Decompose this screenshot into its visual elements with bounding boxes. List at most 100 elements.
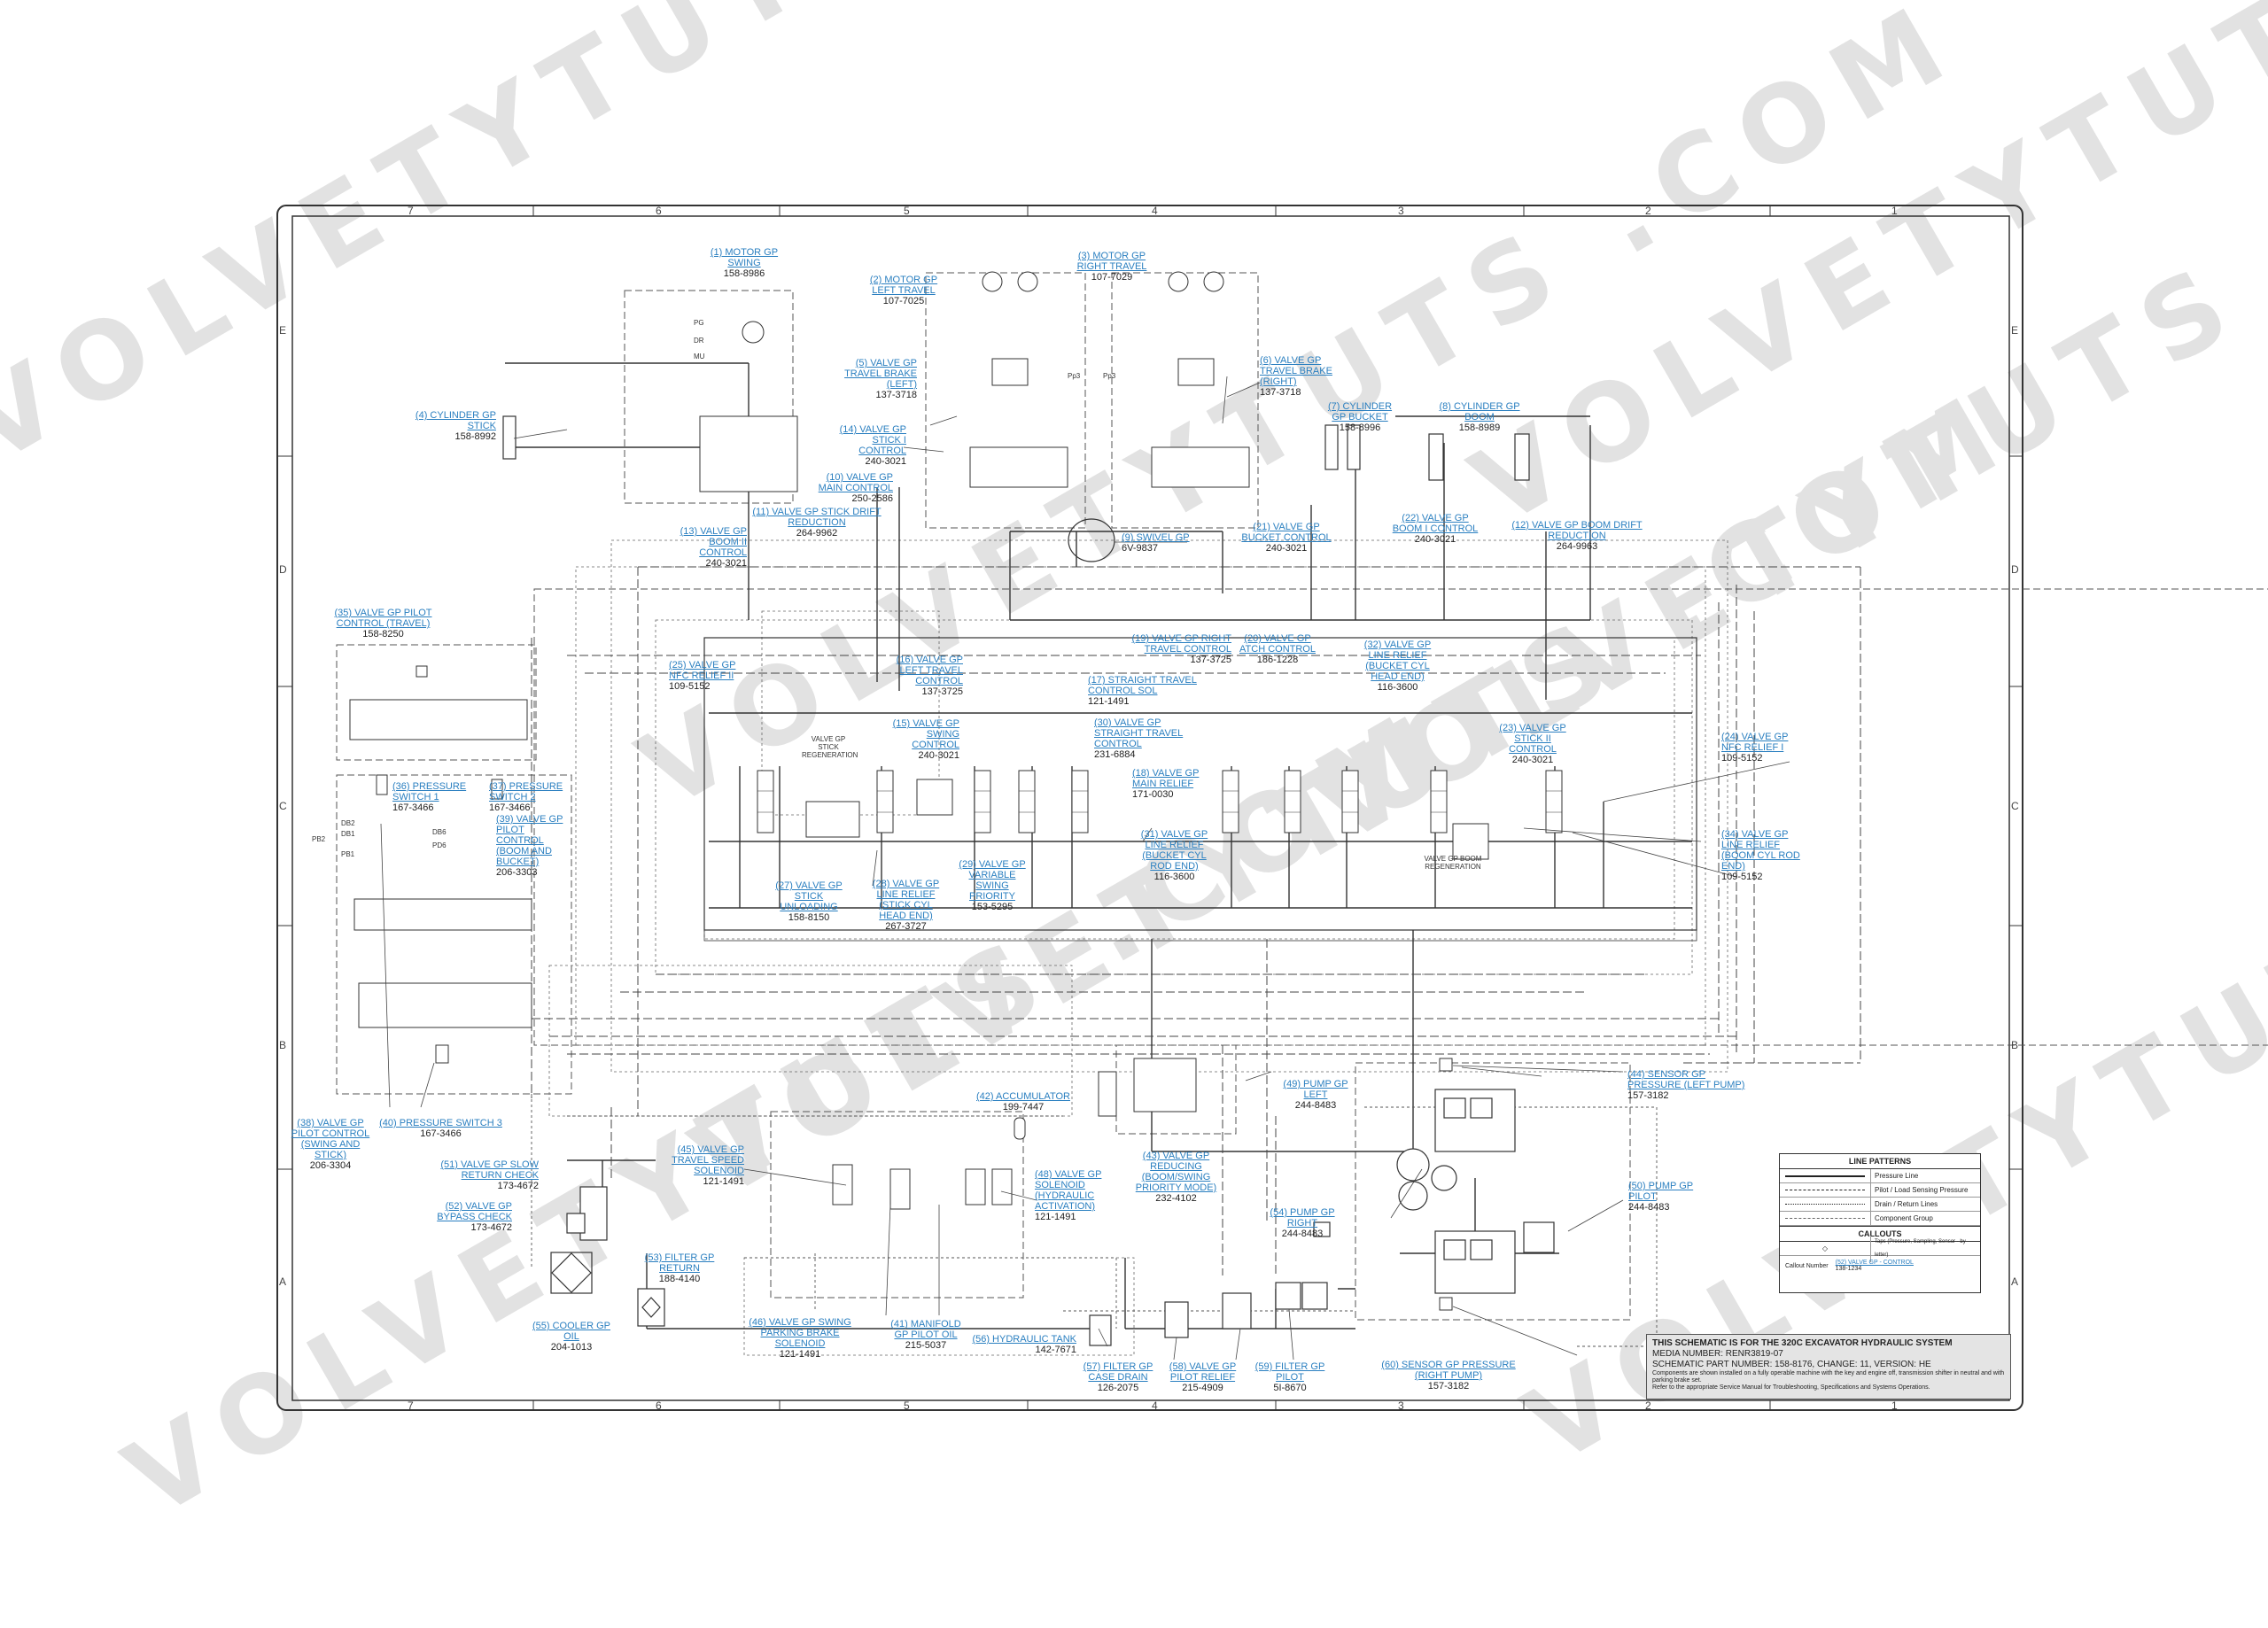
callout-link[interactable]: (27) VALVE GP STICK UNLOADING bbox=[775, 880, 843, 912]
callout-link[interactable]: (11) VALVE GP STICK DRIFT REDUCTION bbox=[752, 507, 882, 528]
part-number: 109-5152 bbox=[1721, 872, 1763, 882]
callout-link[interactable]: (53) FILTER GP RETURN bbox=[644, 1252, 715, 1274]
part-number: 240-3021 bbox=[1511, 755, 1554, 765]
callout-link[interactable]: (2) MOTOR GP LEFT TRAVEL bbox=[869, 275, 938, 296]
callout-link[interactable]: (5) VALVE GP TRAVEL BRAKE (LEFT) bbox=[844, 358, 917, 390]
callout-link[interactable]: (52) VALVE GP BYPASS CHECK bbox=[437, 1201, 512, 1222]
callout-link[interactable]: (1) MOTOR GP SWING bbox=[710, 247, 779, 268]
callout-link[interactable]: (22) VALVE GP BOOM I CONTROL bbox=[1392, 513, 1479, 534]
column-label: 4 bbox=[1152, 1399, 1158, 1412]
legend-row: Drain / Return Lines bbox=[1780, 1198, 1980, 1212]
callout-35: (35) VALVE GP PILOT CONTROL (TRAVEL)158-… bbox=[319, 608, 447, 640]
callout-link[interactable]: (54) PUMP GP RIGHT bbox=[1270, 1207, 1335, 1229]
callout-link[interactable]: (7) CYLINDER GP BUCKET bbox=[1327, 401, 1393, 423]
column-label: 3 bbox=[1398, 205, 1404, 217]
callout-link[interactable]: (21) VALVE GP BUCKET CONTROL bbox=[1241, 522, 1332, 543]
port-label: DB2 bbox=[341, 819, 355, 827]
callout-link[interactable]: (44) SENSOR GP PRESSURE (LEFT PUMP) bbox=[1627, 1069, 1745, 1090]
callout-link[interactable]: (3) MOTOR GP RIGHT TRAVEL bbox=[1076, 251, 1147, 272]
callout-link[interactable]: (10) VALVE GP MAIN CONTROL bbox=[818, 472, 893, 493]
callout-link[interactable]: (32) VALVE GP LINE RELIEF (BUCKET CYL HE… bbox=[1363, 640, 1432, 682]
callout-link[interactable]: (60) SENSOR GP PRESSURE (RIGHT PUMP) bbox=[1381, 1360, 1516, 1381]
column-label: 4 bbox=[1152, 205, 1158, 217]
part-number: 158-8989 bbox=[1458, 423, 1501, 433]
callout-link[interactable]: (45) VALVE GP TRAVEL SPEED SOLENOID bbox=[672, 1144, 744, 1176]
callout-link[interactable]: (17) STRAIGHT TRAVEL CONTROL SOL bbox=[1088, 675, 1197, 696]
callout-link[interactable]: (37) PRESSURE SWITCH 2 bbox=[489, 781, 563, 802]
callout-link[interactable]: (42) ACCUMULATOR bbox=[976, 1091, 1070, 1102]
port-label: PB1 bbox=[341, 850, 355, 858]
callout-link[interactable]: (31) VALVE GP LINE RELIEF (BUCKET CYL RO… bbox=[1140, 829, 1208, 872]
callout-link[interactable]: (19) VALVE GP RIGHT TRAVEL CONTROL bbox=[1131, 633, 1231, 655]
callout-link[interactable]: (4) CYLINDER GP STICK bbox=[415, 410, 496, 431]
port-label: PB2 bbox=[312, 835, 326, 843]
part-number: 157-3182 bbox=[1627, 1090, 1669, 1101]
callout-link[interactable]: (49) PUMP GP LEFT bbox=[1283, 1079, 1348, 1100]
callout-link[interactable]: (9) SWIVEL GP bbox=[1122, 532, 1190, 543]
part-number: 264-9962 bbox=[796, 528, 838, 539]
legend-callouts-title: CALLOUTS bbox=[1780, 1226, 1980, 1242]
callout-link[interactable]: (55) COOLER GP OIL bbox=[532, 1321, 611, 1342]
callout-link[interactable]: (43) VALVE GP REDUCING (BOOM/SWING PRIOR… bbox=[1135, 1151, 1217, 1193]
callout-link[interactable]: (34) VALVE GP LINE RELIEF (BOOM CYL ROD … bbox=[1721, 829, 1800, 872]
callout-link[interactable]: (51) VALVE GP SLOW RETURN CHECK bbox=[440, 1159, 539, 1181]
callout-link[interactable]: (16) VALVE GP LEFT TRAVEL CONTROL bbox=[896, 655, 963, 686]
callout-link[interactable]: (41) MANIFOLD GP PILOT OIL bbox=[890, 1319, 961, 1340]
legend-example-link[interactable]: (52) VALVE GP - CONTROL bbox=[1835, 1260, 1914, 1266]
callout-link[interactable]: (6) VALVE GP TRAVEL BRAKE (RIGHT) bbox=[1260, 355, 1332, 387]
legend-example-part-number: 138-1234 bbox=[1835, 1266, 1862, 1272]
callout-link[interactable]: (20) VALVE GP ATCH CONTROL bbox=[1239, 633, 1316, 655]
callout-link[interactable]: (56) HYDRAULIC TANK bbox=[972, 1334, 1076, 1345]
callout-link[interactable]: (35) VALVE GP PILOT CONTROL (TRAVEL) bbox=[334, 608, 432, 629]
legend-label: Drain / Return Lines bbox=[1870, 1198, 1980, 1211]
callout-link[interactable]: (58) VALVE GP PILOT RELIEF bbox=[1169, 1361, 1237, 1383]
line-patterns-legend: LINE PATTERNS Pressure Line Pilot / Load… bbox=[1779, 1153, 1981, 1293]
callout-link[interactable]: (59) FILTER GP PILOT bbox=[1254, 1361, 1325, 1383]
callout-link[interactable]: (57) FILTER GP CASE DRAIN bbox=[1083, 1361, 1153, 1383]
media-number: MEDIA NUMBER: RENR3819-07 bbox=[1652, 1349, 1783, 1359]
callout-link[interactable]: (38) VALVE GP PILOT CONTROL (SWING AND S… bbox=[291, 1118, 370, 1160]
callout-link[interactable]: (36) PRESSURE SWITCH 1 bbox=[392, 781, 467, 802]
callout-link[interactable]: (15) VALVE GP SWING CONTROL bbox=[892, 718, 959, 750]
callout-link[interactable]: (46) VALVE GP SWING PARKING BRAKE SOLENO… bbox=[749, 1317, 851, 1349]
callout-link[interactable]: (28) VALVE GP LINE RELIEF (STICK CYL HEA… bbox=[872, 879, 940, 921]
part-number: 173-4672 bbox=[470, 1222, 513, 1233]
part-number: 137-3718 bbox=[875, 390, 918, 400]
legend-label: Pressure Line bbox=[1870, 1169, 1980, 1182]
callout-link[interactable]: (12) VALVE GP BOOM DRIFT REDUCTION bbox=[1511, 520, 1643, 541]
part-number: 153-5295 bbox=[971, 902, 1014, 912]
callout-link[interactable]: (40) PRESSURE SWITCH 3 bbox=[379, 1118, 502, 1128]
column-label: 6 bbox=[656, 205, 662, 217]
callout-link[interactable]: (24) VALVE GP NFC RELIEF I bbox=[1721, 732, 1789, 753]
callout-28: (28) VALVE GP LINE RELIEF (STICK CYL HEA… bbox=[868, 879, 944, 932]
title-note: Components are shown installed on a full… bbox=[1652, 1370, 2005, 1384]
callout-link[interactable]: (8) CYLINDER GP BOOM bbox=[1439, 401, 1520, 423]
callout-link[interactable]: (13) VALVE GP BOOM II CONTROL bbox=[680, 526, 747, 558]
part-number: 6V-9837 bbox=[1122, 543, 1158, 554]
callout-link[interactable]: (30) VALVE GP STRAIGHT TRAVEL CONTROL bbox=[1094, 717, 1184, 749]
callout-link[interactable]: (25) VALVE GP NFC RELIEF II bbox=[669, 660, 736, 681]
callout-link[interactable]: (18) VALVE GP MAIN RELIEF bbox=[1132, 768, 1200, 789]
callout-link[interactable]: (14) VALVE GP STICK I CONTROL bbox=[839, 424, 906, 456]
callout-link[interactable]: (48) VALVE GP SOLENOID (HYDRAULIC ACTIVA… bbox=[1035, 1169, 1102, 1212]
callout-link[interactable]: (23) VALVE GP STICK II CONTROL bbox=[1499, 723, 1566, 755]
callout-32: (32) VALVE GP LINE RELIEF (BUCKET CYL HE… bbox=[1360, 640, 1435, 693]
callout-link[interactable]: (39) VALVE GP PILOT CONTROL (BOOM AND BU… bbox=[496, 814, 563, 867]
port-label: MU bbox=[694, 353, 705, 360]
part-number: 121-1491 bbox=[703, 1176, 745, 1187]
callout-link[interactable]: (50) PUMP GP PILOT bbox=[1628, 1181, 1694, 1202]
callout-link[interactable]: (29) VALVE GP VARIABLE SWING PRIORITY bbox=[959, 859, 1026, 902]
column-label: 1 bbox=[1891, 1399, 1898, 1412]
